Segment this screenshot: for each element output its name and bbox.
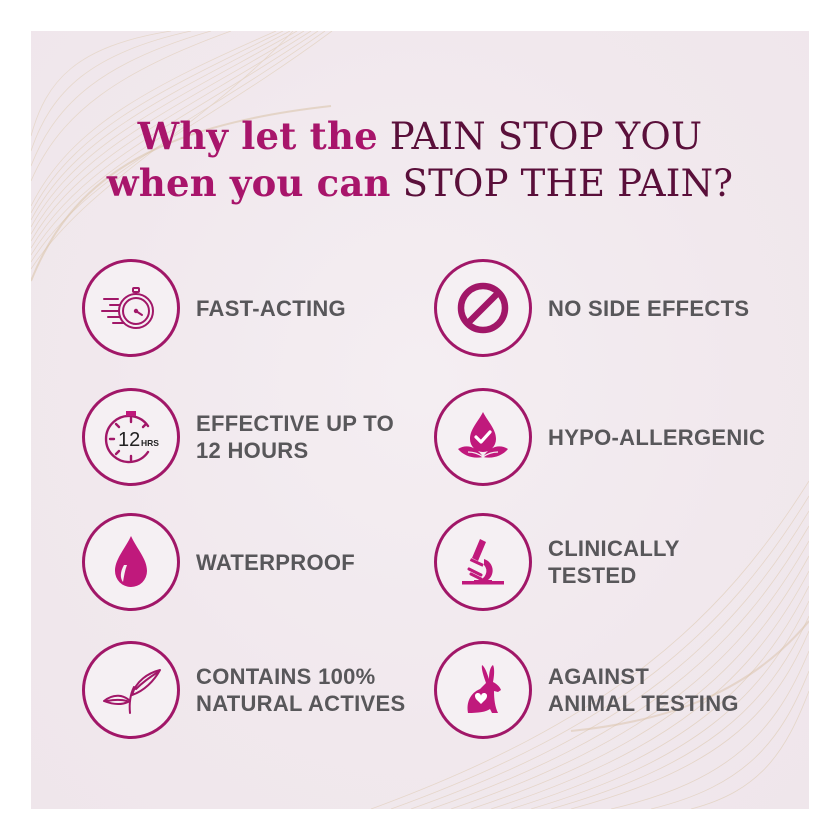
feature-label: CLINICALLY TESTED <box>548 536 680 588</box>
leaf-sprout-icon <box>103 669 161 714</box>
feature-label: WATERPROOF <box>196 549 356 575</box>
feature-natural-actives: CONTAINS 100% NATURAL ACTIVES <box>82 641 406 739</box>
svg-text:HRS: HRS <box>141 438 159 448</box>
feature-icon-circle <box>82 513 180 611</box>
feature-icon-circle: 12 HRS <box>82 388 180 486</box>
feature-icon-circle <box>434 259 532 357</box>
feature-icon-circle <box>434 513 532 611</box>
feature-clinically-tested: CLINICALLY TESTED <box>434 513 680 611</box>
no-entry-icon <box>457 282 509 334</box>
feature-label: HYPO-ALLERGENIC <box>548 424 766 450</box>
feature-hypo-allergenic: HYPO-ALLERGENIC <box>434 388 766 486</box>
feature-icon-circle <box>434 641 532 739</box>
headline-line-2: when you can STOP THE PAIN? <box>31 160 809 207</box>
headline-line-2-strong: STOP THE PAIN? <box>402 162 734 205</box>
feature-icon-circle <box>82 259 180 357</box>
water-drop-icon <box>115 536 147 587</box>
drop-check-leaves-icon <box>458 412 508 458</box>
stopwatch-fast-icon <box>101 287 154 329</box>
feature-against-animal-testing: AGAINST ANIMAL TESTING <box>434 641 739 739</box>
rabbit-heart-icon <box>467 665 501 713</box>
feature-effective-12-hours: 12 HRS EFFECTIVE UP TO 12 HOURS <box>82 388 395 486</box>
timer-12-hrs-icon: 12 HRS <box>104 411 159 464</box>
svg-text:12: 12 <box>118 429 140 451</box>
feature-label: FAST-ACTING <box>196 295 346 321</box>
decorative-wave-lines <box>31 31 809 809</box>
microscope-icon <box>462 539 504 585</box>
promo-panel: Why let the PAIN STOP YOU when you can S… <box>31 31 809 809</box>
headline: Why let the PAIN STOP YOU when you can S… <box>31 113 809 207</box>
headline-line-1-strong: PAIN STOP YOU <box>389 115 703 158</box>
headline-line-2-soft: when you can <box>106 161 391 205</box>
feature-waterproof: WATERPROOF <box>82 513 356 611</box>
feature-no-side-effects: NO SIDE EFFECTS <box>434 259 750 357</box>
headline-line-1: Why let the PAIN STOP YOU <box>31 113 809 160</box>
feature-label: AGAINST ANIMAL TESTING <box>548 664 739 716</box>
feature-label: NO SIDE EFFECTS <box>548 295 750 321</box>
feature-label: CONTAINS 100% NATURAL ACTIVES <box>196 664 406 716</box>
feature-icon-circle <box>434 388 532 486</box>
feature-label: EFFECTIVE UP TO 12 HOURS <box>196 411 395 463</box>
headline-line-1-soft: Why let the <box>137 114 378 158</box>
feature-icon-circle <box>82 641 180 739</box>
feature-fast-acting: FAST-ACTING <box>82 259 346 357</box>
